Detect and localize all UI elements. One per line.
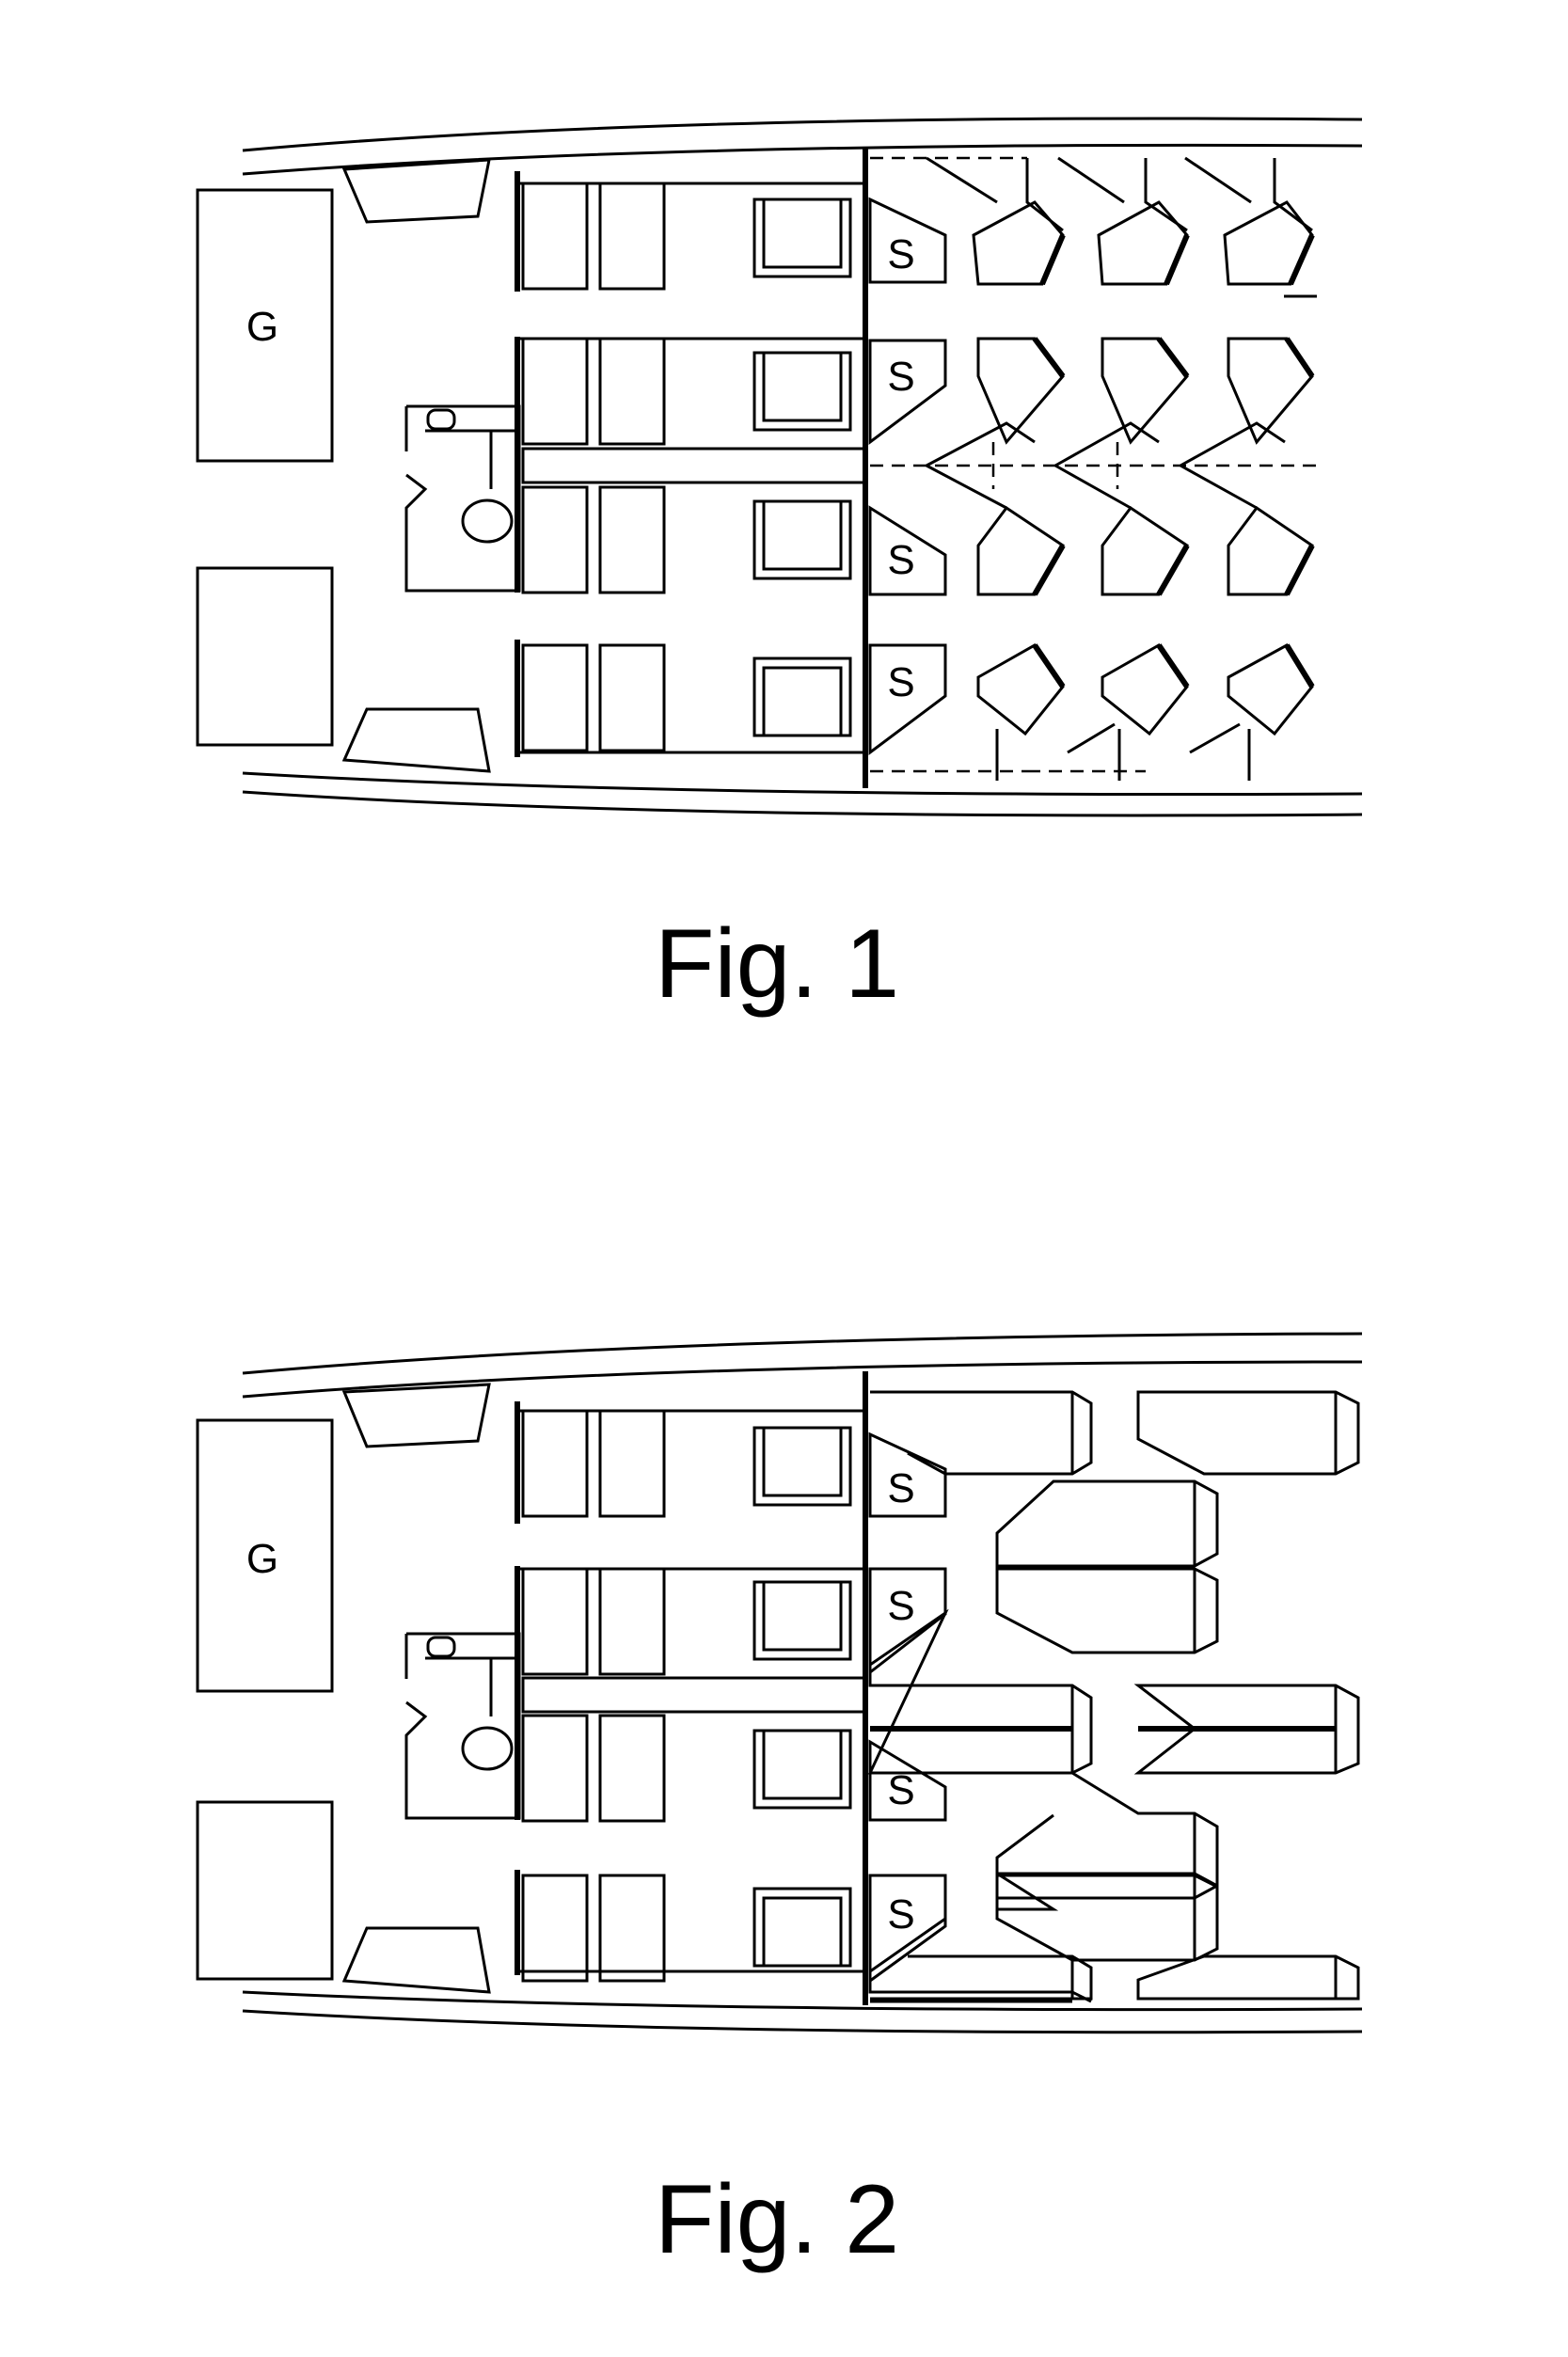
forward-seat-block-center (515, 337, 867, 594)
door-upper (341, 1383, 491, 1448)
stowage-label: S (887, 354, 914, 400)
toilet-icon (461, 1726, 514, 1771)
forward-seat-block-upper (515, 1401, 865, 1524)
flatbed-seat (870, 1954, 1093, 2001)
staggered-flatbed-suites (867, 1390, 1360, 2003)
flatbed-seat (867, 1608, 1093, 1775)
herringbone-suite-row-3 (976, 505, 1315, 596)
sink-icon (426, 408, 456, 431)
door-lower (341, 707, 491, 773)
galley-label: G (246, 304, 278, 350)
stowage-label: S (887, 1767, 914, 1813)
galley-unit-lower (196, 566, 334, 747)
fuselage-outline (242, 117, 1363, 817)
galley-unit: G (196, 188, 334, 463)
lavatory (404, 1632, 521, 1820)
sink-icon (426, 1636, 456, 1658)
stowage-label: S (887, 537, 914, 583)
galley-unit-lower (196, 1800, 334, 1981)
flatbed-seat (995, 1567, 1219, 1654)
flatbed-seat (1136, 1954, 1360, 2001)
stowage-label: S (887, 1465, 914, 1511)
stowage-label: S (887, 1583, 914, 1629)
herringbone-suites (870, 156, 1317, 781)
flatbed-seat (1133, 1684, 1360, 1775)
forward-seat-block-lower (515, 640, 865, 757)
door-lower (341, 1926, 491, 1994)
flatbed-seat (870, 1390, 1093, 1476)
flatbed-seat (995, 1771, 1219, 1900)
flatbed-seat-edge (868, 1917, 1092, 2003)
figure-1-cabin-layout: G (196, 117, 1363, 1019)
herringbone-suite-row-4 (870, 642, 1315, 781)
figure-caption: Fig. 1 (655, 910, 899, 1019)
door-upper (341, 158, 491, 224)
forward-seat-block-lower (515, 1870, 865, 1983)
forward-seat-block-upper (515, 171, 865, 292)
galley-label: G (246, 1536, 278, 1582)
figure-caption: Fig. 2 (655, 2165, 899, 2274)
herringbone-suite-row-2 (870, 337, 1317, 510)
stowage-label: S (887, 231, 914, 277)
stowage-units: S S S S (868, 197, 947, 755)
flatbed-seat (995, 1874, 1219, 1962)
stowage-units: S S S S (868, 1432, 947, 1984)
lavatory (404, 404, 521, 593)
herringbone-suite-row-1 (870, 156, 1317, 298)
flatbed-seat (1136, 1390, 1360, 1476)
toilet-icon (461, 498, 514, 544)
fuselage-outline (242, 1332, 1363, 2034)
flatbed-seat (995, 1479, 1219, 1568)
forward-seat-block-center (515, 1566, 867, 1823)
galley-unit: G (196, 1418, 334, 1693)
stowage-label: S (887, 1891, 914, 1938)
stowage-label: S (887, 659, 914, 705)
figure-2-cabin-layout: G (196, 1332, 1363, 2274)
